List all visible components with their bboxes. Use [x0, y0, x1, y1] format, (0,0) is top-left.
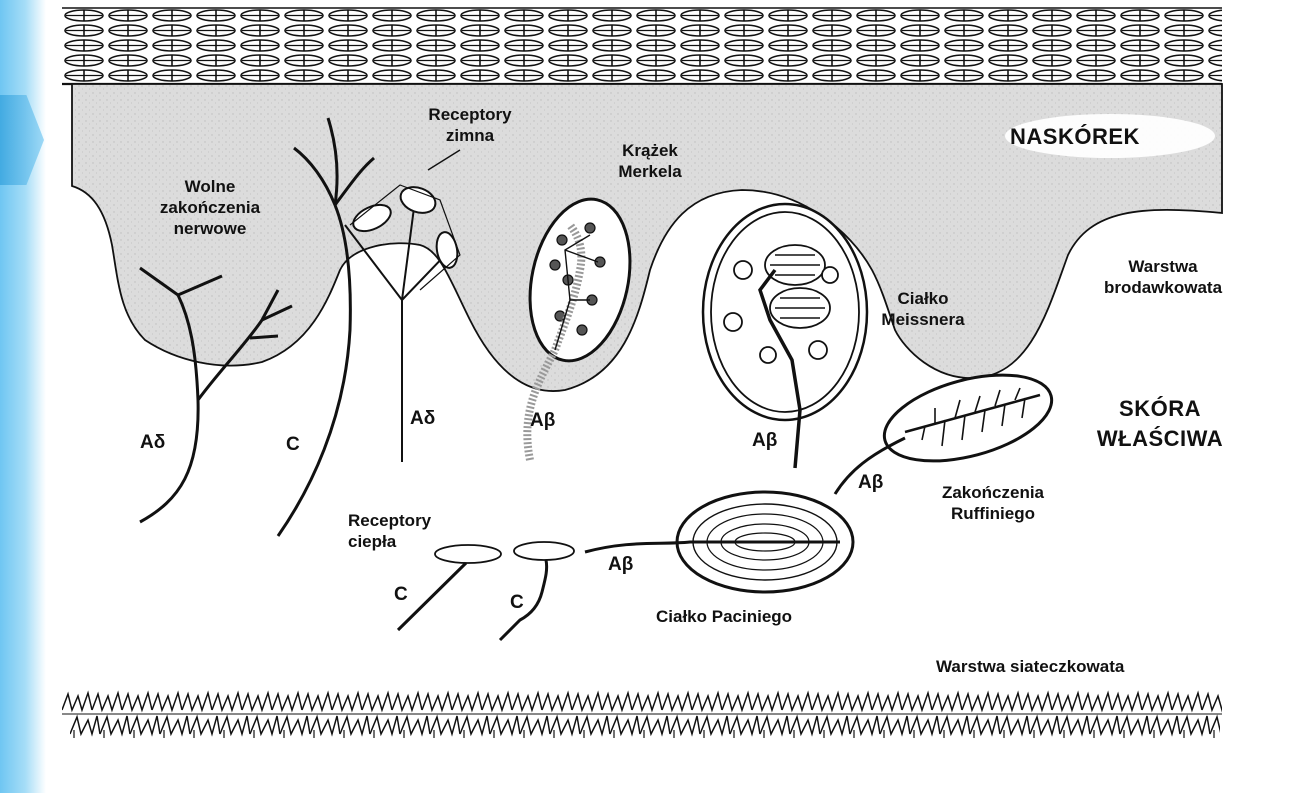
label-cold-receptors: Receptory zimna — [405, 104, 535, 146]
label-papillary-layer: Warstwa brodawkowata — [1088, 256, 1238, 298]
fiber-label-pacinian-abeta: Aβ — [608, 554, 633, 575]
fiber-label-free-adelta: Aδ — [140, 432, 165, 453]
label-dermis: SKÓRA WŁAŚCIWA — [1095, 394, 1225, 454]
stratum-corneum — [62, 8, 1222, 84]
fiber-label-cold-adelta: Aδ — [410, 408, 435, 429]
label-epidermis: NASKÓREK — [1010, 122, 1140, 152]
label-pacinian: Ciałko Paciniego — [656, 606, 792, 627]
label-reticular-layer: Warstwa siateczkowata — [936, 656, 1124, 677]
pacinian-corpuscle — [585, 492, 853, 592]
label-meissner: Ciałko Meissnera — [868, 288, 978, 330]
fiber-label-merkel-abeta: Aβ — [530, 410, 555, 431]
warm-receptor — [398, 542, 574, 640]
reticular-layer — [62, 690, 1222, 738]
meissner-corpuscle — [703, 204, 867, 468]
label-ruffini: Zakończenia Ruffiniego — [918, 482, 1068, 524]
fiber-label-meissner-abeta: Aβ — [752, 430, 777, 451]
fiber-label-warm1-c: C — [394, 584, 408, 605]
fiber-label-free-c: C — [286, 434, 300, 455]
label-free-nerve-endings: Wolne zakończenia nerwowe — [140, 176, 280, 239]
label-merkel-disc: Krążek Merkela — [595, 140, 705, 182]
fiber-label-warm2-c: C — [510, 592, 524, 613]
label-warm-receptors: Receptory ciepła — [348, 510, 488, 552]
fiber-label-ruffini-abeta: Aβ — [858, 472, 883, 493]
